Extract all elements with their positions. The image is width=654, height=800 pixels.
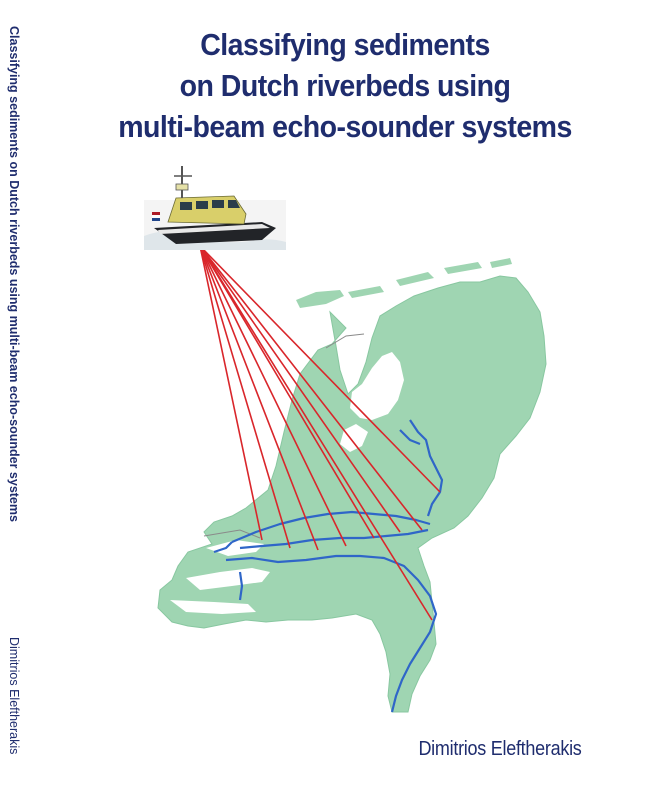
beam-line xyxy=(199,245,441,493)
border-line xyxy=(203,529,261,539)
dutch-flag-white xyxy=(152,215,160,218)
cabin-window xyxy=(180,202,192,210)
river-ijssel-branch xyxy=(399,429,421,446)
ijsselmeer-water xyxy=(350,352,404,420)
cover-title: Classifying sediments on Dutch riverbeds… xyxy=(60,24,630,147)
wadden-island xyxy=(296,290,344,308)
beam-line xyxy=(199,245,433,621)
beam-line xyxy=(199,245,319,551)
markermeer-water xyxy=(340,424,368,452)
title-line-3: multi-beam echo-sounder systems xyxy=(118,109,572,144)
beam-line xyxy=(199,245,375,539)
book-spine: Classifying sediments on Dutch riverbeds… xyxy=(0,0,34,800)
dutch-flag-red xyxy=(152,212,160,215)
mainland xyxy=(157,275,547,713)
river-maas xyxy=(225,554,438,713)
beam-line xyxy=(199,245,291,549)
title-line-2: on Dutch riverbeds using xyxy=(179,68,511,103)
beam-line xyxy=(199,245,401,533)
cabin-window xyxy=(212,200,224,208)
wadden-island xyxy=(348,286,384,298)
cover-illustration xyxy=(144,166,547,713)
vessel-hull-stripe xyxy=(158,224,270,234)
rivers xyxy=(213,419,444,713)
river-delta xyxy=(238,571,244,601)
dutch-flag-blue xyxy=(152,218,160,221)
netherlands-map xyxy=(157,258,547,713)
wadden-island xyxy=(490,258,512,268)
beam-line xyxy=(199,245,423,531)
delta-water xyxy=(206,540,264,556)
sonar-beams xyxy=(199,245,441,621)
wadden-island xyxy=(396,272,434,286)
river-ijssel xyxy=(409,419,444,517)
author-name: Dimitrios Eleftherakis xyxy=(418,738,582,760)
beam-line xyxy=(199,245,347,547)
river-lek xyxy=(231,510,431,544)
beam-line xyxy=(199,245,263,541)
border-line xyxy=(325,333,365,349)
delta-water xyxy=(186,568,270,590)
spine-author: Dimitrios Eleftherakis xyxy=(7,637,21,755)
vessel-radar xyxy=(175,183,189,191)
survey-vessel-image xyxy=(144,166,286,250)
cabin-window xyxy=(228,200,240,208)
river-waal xyxy=(239,528,429,550)
wadden-island xyxy=(444,262,482,274)
delta-water xyxy=(170,600,256,614)
river-delta xyxy=(213,541,233,554)
cabin-window xyxy=(196,201,208,209)
spine-title: Classifying sediments on Dutch riverbeds… xyxy=(7,26,21,522)
title-line-1: Classifying sediments xyxy=(200,27,490,62)
